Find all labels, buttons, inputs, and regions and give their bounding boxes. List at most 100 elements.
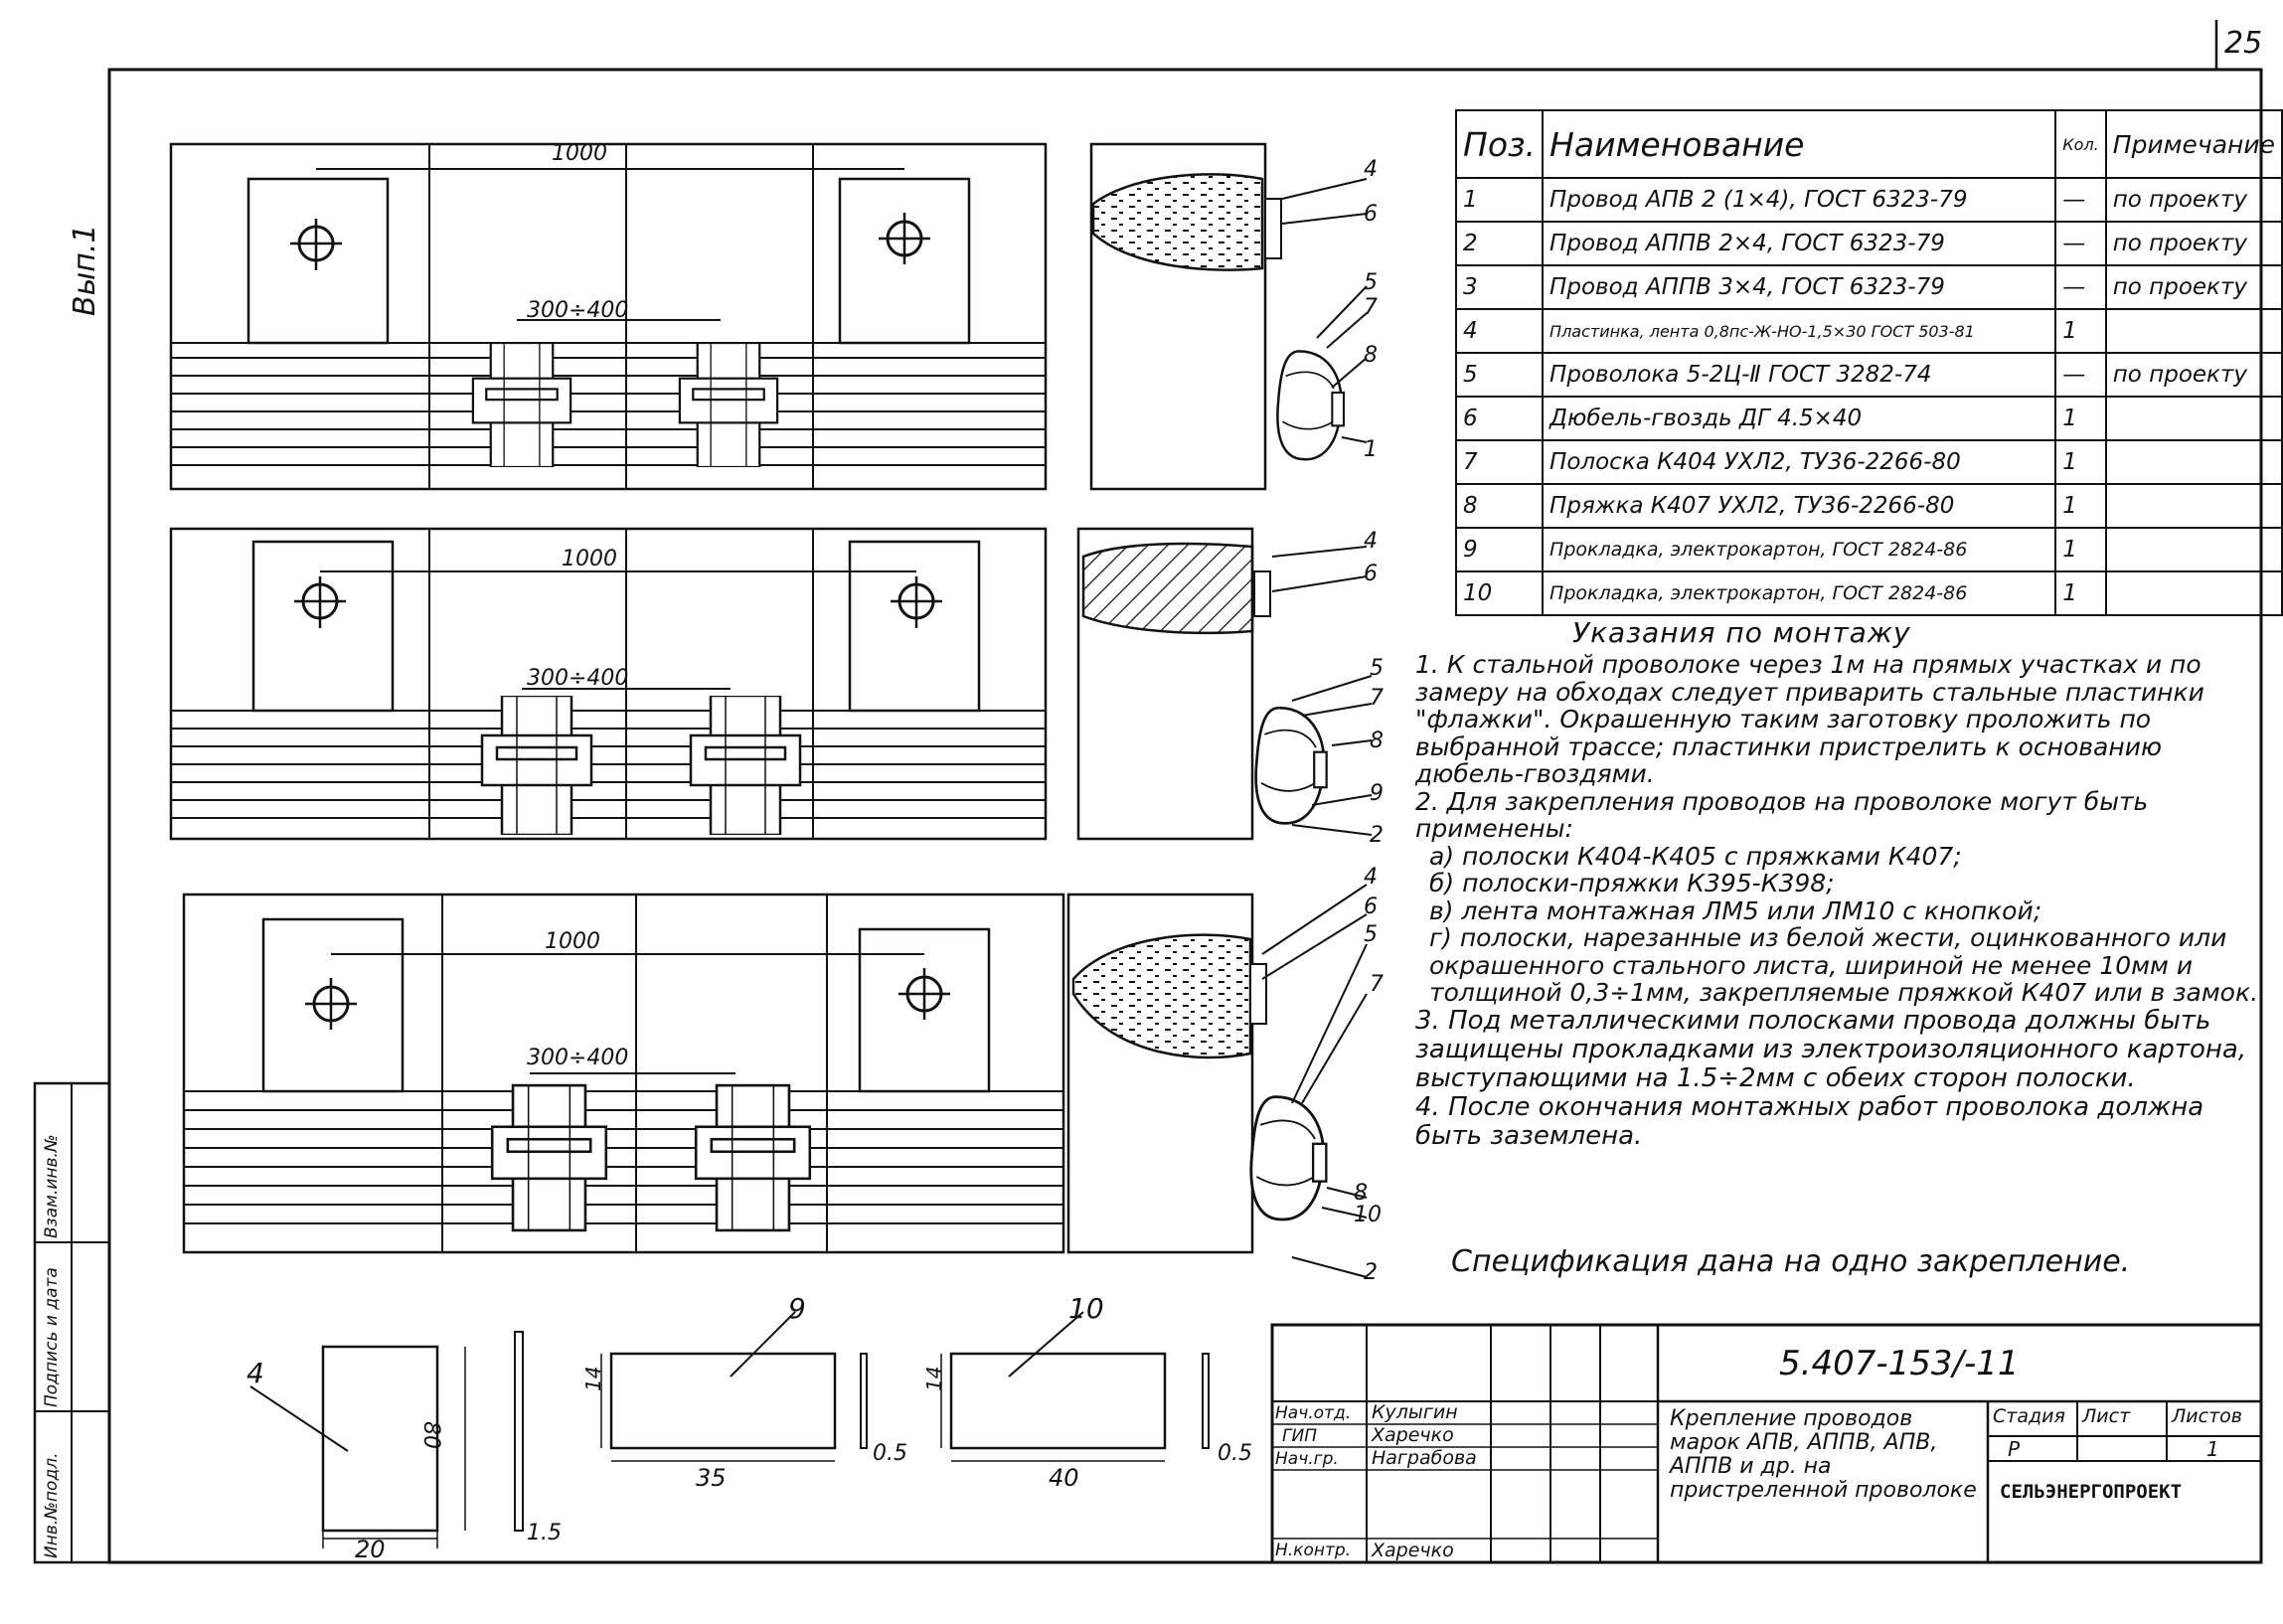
- dim-label: 0.5: [1218, 1441, 1252, 1466]
- position-label: 7: [1364, 295, 1378, 320]
- spec-name: Провод АПВ 2 (1×4), ГОСТ 6323-79: [1542, 177, 2057, 223]
- stamp-sign-date: Подпись и дата: [42, 1267, 62, 1407]
- dim-label: 300÷400: [527, 666, 629, 691]
- spec-note: по проекту: [2104, 221, 2283, 266]
- spec-qty: 1: [2054, 483, 2107, 529]
- spec-header-pos: Поз.: [1454, 109, 1545, 179]
- spec-pos: 6: [1454, 396, 1545, 441]
- specification-note: Спецификация дана на одно закрепление.: [1451, 1244, 2131, 1279]
- spec-note: по проекту: [2104, 264, 2283, 310]
- spec-pos: 1: [1454, 177, 1545, 223]
- assembly-view-2: [169, 527, 1329, 841]
- dim-label: 35: [696, 1464, 727, 1492]
- drawing-title: Крепление проводов марок АПВ, АППВ, АПВ,…: [1670, 1406, 1977, 1503]
- position-label: 5: [1364, 270, 1378, 295]
- dim-label: 1.5: [527, 1521, 562, 1545]
- dim-label: 1000: [552, 141, 607, 166]
- mounting-notes: 1. К стальной проволоке через 1м на прям…: [1415, 651, 2260, 1151]
- dim-label: 0.5: [873, 1441, 907, 1466]
- spec-name: Дюбель-гвоздь ДГ 4.5×40: [1542, 396, 2057, 441]
- role-label: Нач.гр.: [1275, 1449, 1339, 1469]
- spec-name: Прокладка, электрокартон, ГОСТ 2824-86: [1542, 570, 2057, 616]
- spec-name: Прокладка, электрокартон, ГОСТ 2824-86: [1542, 527, 2057, 572]
- spec-pos: 4: [1454, 308, 1545, 354]
- spec-note: [2104, 527, 2283, 572]
- position-label: 10: [1354, 1203, 1382, 1227]
- note-2a: а) полоски К404-К405 с пряжками К407;: [1429, 841, 1962, 871]
- spec-name: Проволока 5-2Ц-Ⅱ ГОСТ 3282-74: [1542, 352, 2057, 398]
- spec-name: Провод АППВ 2×4, ГОСТ 6323-79: [1542, 221, 2057, 266]
- spec-qty: 1: [2054, 527, 2107, 572]
- spec-qty: —: [2054, 177, 2107, 223]
- stage-label: Стадия: [1993, 1405, 2065, 1427]
- title-block: [1270, 1323, 2263, 1564]
- position-label: 4: [1364, 865, 1378, 890]
- note-2c: в) лента монтажная ЛМ5 или ЛМ10 с кнопко…: [1429, 895, 2042, 925]
- spec-pos: 2: [1454, 221, 1545, 266]
- spec-qty: 1: [2054, 308, 2107, 354]
- position-label: 1: [1364, 437, 1378, 462]
- detail-10-label: 10: [1068, 1292, 1104, 1325]
- position-label: 8: [1364, 343, 1378, 368]
- position-label: 5: [1364, 922, 1378, 947]
- notes-title: Указания по монтажу: [1572, 616, 1911, 649]
- spec-pos: 9: [1454, 527, 1545, 572]
- stage-value: Р: [2008, 1437, 2021, 1461]
- position-label: 7: [1370, 686, 1384, 711]
- spec-header-row: Поз. Наименование Кол. Примечание: [1454, 109, 2283, 179]
- role-name: Харечко: [1372, 1540, 1454, 1561]
- spec-qty: 1: [2054, 570, 2107, 616]
- issue-label: Вып.1: [68, 224, 102, 316]
- role-name: Харечко: [1372, 1424, 1454, 1446]
- position-label: 7: [1370, 972, 1384, 997]
- spec-qty: —: [2054, 221, 2107, 266]
- sheets-label: Листов: [2172, 1405, 2242, 1427]
- spec-note: [2104, 396, 2283, 441]
- role-name: Награбова: [1372, 1447, 1477, 1469]
- assembly-view-3: [182, 893, 1329, 1254]
- dim-label: 14: [581, 1366, 605, 1391]
- note-2b: б) полоски-пряжки К395-К398;: [1429, 869, 1835, 897]
- position-label: 6: [1364, 894, 1378, 919]
- spec-note: по проекту: [2104, 177, 2283, 223]
- spec-note: [2104, 308, 2283, 354]
- spec-qty: —: [2054, 352, 2107, 398]
- document-code: 5.407-153/-11: [1779, 1344, 2020, 1383]
- spec-header-name: Наименование: [1542, 109, 2057, 179]
- position-label: 4: [1364, 157, 1378, 182]
- note-2: 2. Для закрепления проводов на проволоке…: [1415, 786, 2149, 843]
- position-label: 8: [1354, 1181, 1368, 1206]
- spec-qty: —: [2054, 264, 2107, 310]
- stamp-inv-original: Инв.№подл.: [42, 1452, 62, 1558]
- spec-pos: 5: [1454, 352, 1545, 398]
- note-3: 3. Под металлическими полосками провода …: [1415, 1005, 2247, 1093]
- position-label: 6: [1364, 202, 1378, 227]
- dim-label: 40: [1049, 1464, 1079, 1492]
- spec-name: Пряжка К407 УХЛ2, ТУ36-2266-80: [1542, 483, 2057, 529]
- spec-note: [2104, 483, 2283, 529]
- role-label: ГИП: [1282, 1426, 1317, 1446]
- position-label: 5: [1370, 656, 1384, 681]
- position-label: 2: [1370, 823, 1384, 848]
- assembly-view-1: [169, 142, 1346, 491]
- position-label: 6: [1364, 562, 1378, 586]
- note-4: 4. После окончания монтажных работ прово…: [1415, 1091, 2204, 1151]
- role-label: Н.контр.: [1275, 1541, 1352, 1560]
- spec-name: Полоска К404 УХЛ2, ТУ36-2266-80: [1542, 439, 2057, 485]
- note-1: 1. К стальной проволоке через 1м на прям…: [1415, 650, 2204, 788]
- spec-pos: 7: [1454, 439, 1545, 485]
- role-label: Нач.отд.: [1275, 1403, 1352, 1423]
- spec-note: [2104, 439, 2283, 485]
- sheets-value: 1: [2206, 1437, 2219, 1461]
- spec-pos: 3: [1454, 264, 1545, 310]
- spec-note: по проекту: [2104, 352, 2283, 398]
